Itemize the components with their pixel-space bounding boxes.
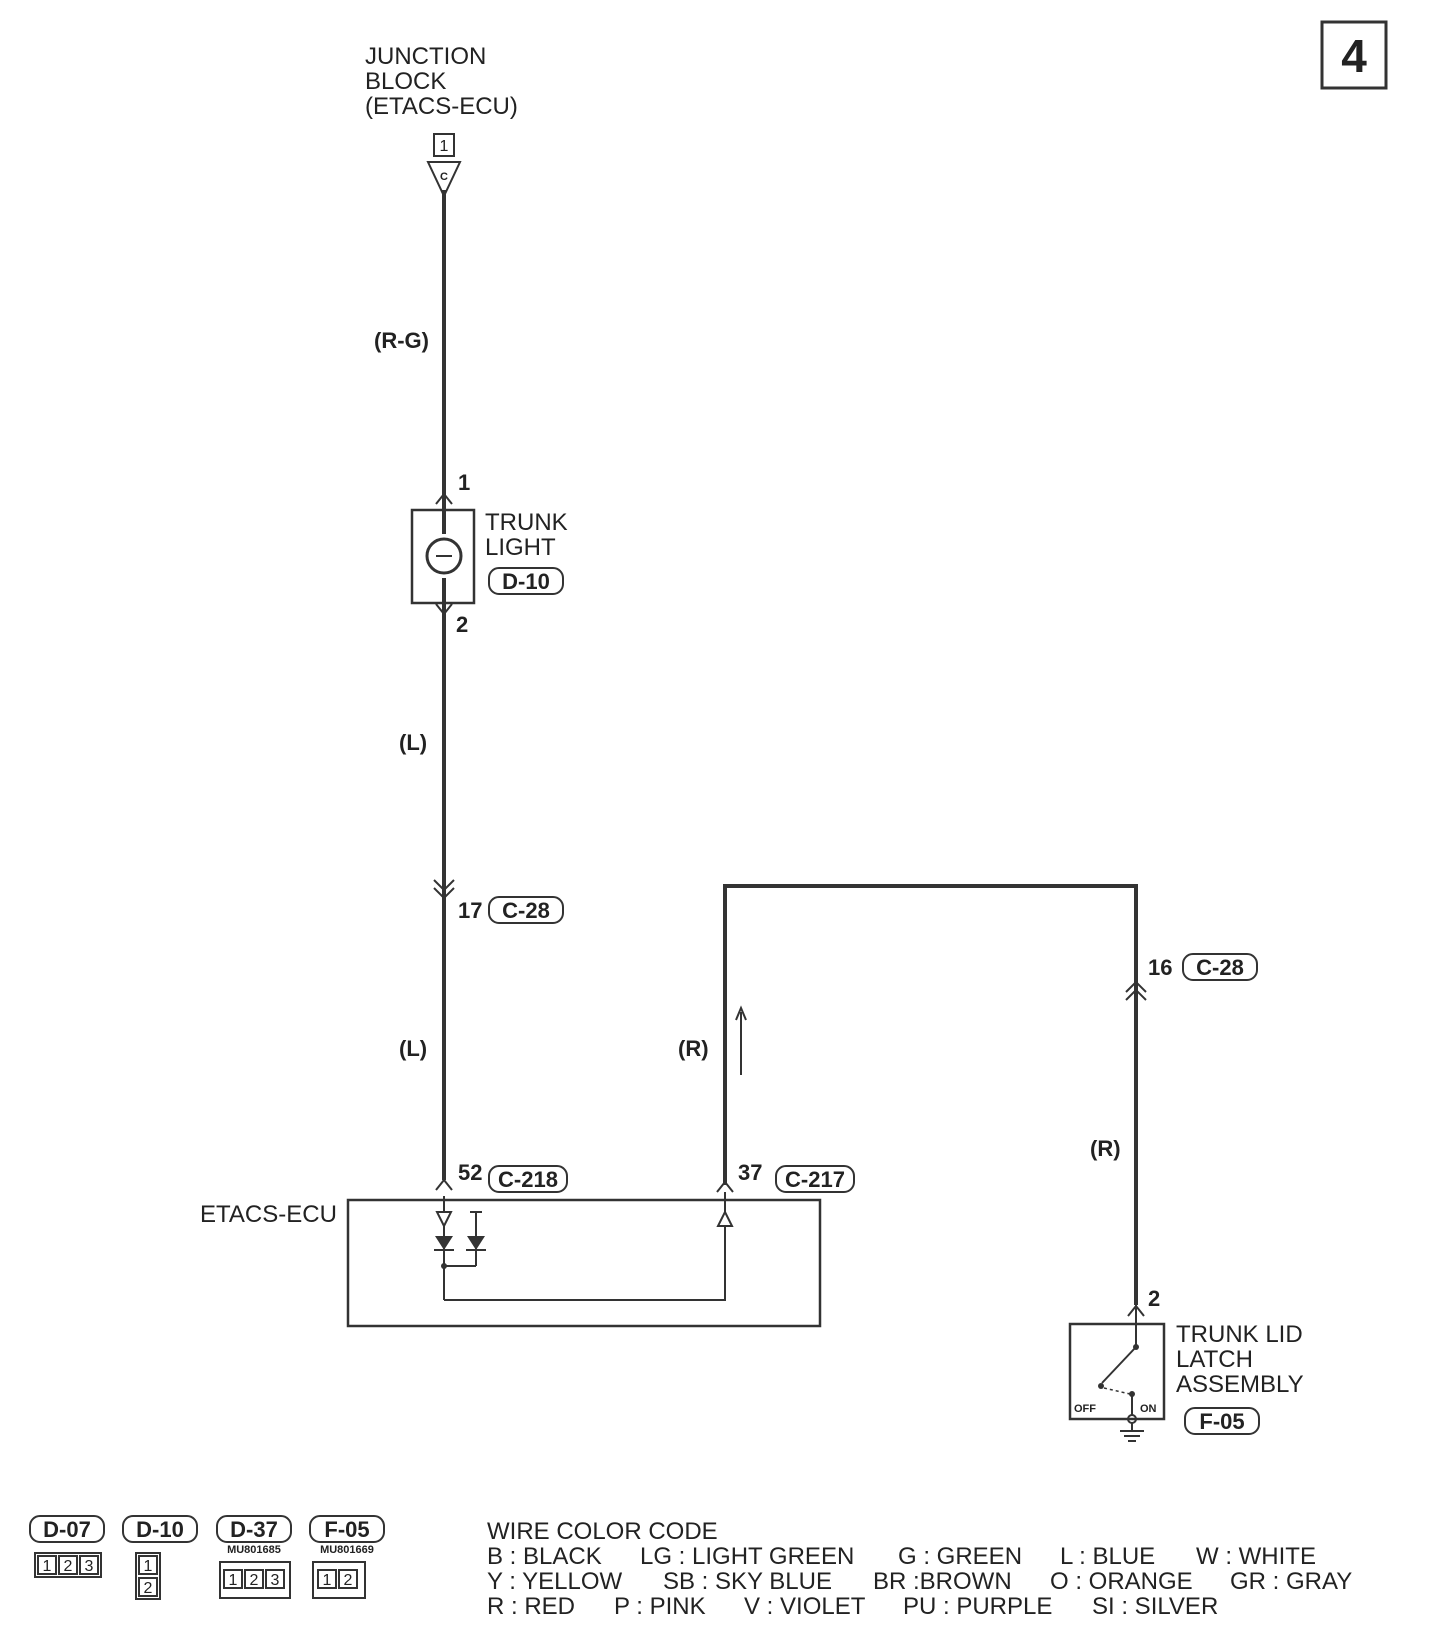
junction-connector-arrow — [426, 161, 462, 199]
legend-entry: Y : YELLOW — [487, 1568, 623, 1595]
legend-entry: BR :BROWN — [873, 1568, 1012, 1595]
c28-connector-arrow — [433, 879, 455, 900]
legend-entry: SB : SKY BLUE — [663, 1568, 832, 1595]
pin-label: 2 — [344, 1572, 353, 1589]
pin-label: 2 — [144, 1580, 153, 1597]
legend-title: WIRE COLOR CODE — [487, 1518, 718, 1545]
wire-l-upper-label: (L) — [399, 730, 427, 755]
pin-label: 1 — [323, 1572, 332, 1589]
pin-label: 1 — [144, 1558, 153, 1575]
legend-entry: SI : SILVER — [1092, 1593, 1218, 1620]
junction-block-pin: 1 — [440, 138, 449, 155]
diode-icon — [435, 1236, 453, 1250]
trunk-light-name-2: LIGHT — [485, 534, 556, 561]
wire-color-legend: WIRE COLOR CODE B : BLACK LG : LIGHT GRE… — [487, 1518, 1352, 1620]
trunk-lid-latch: 2 OFF ON TRUNK LID LATCH ASSEMBLY F-05 — [1068, 1286, 1304, 1442]
switch-icon — [1101, 1346, 1137, 1384]
legend-entry: B : BLACK — [487, 1543, 602, 1570]
trunk-light: 1 2 TRUNK LIGHT D-10 — [410, 470, 568, 637]
connector-views: D-07 1 2 3 D-10 1 2 D-37 MU801685 1 2 3 … — [29, 1515, 385, 1600]
part-number: MU801685 — [227, 1544, 281, 1556]
junction-block-title-2: BLOCK — [365, 68, 446, 95]
c218-connector-tag: C-218 — [498, 1167, 558, 1192]
latch-name-2: LATCH — [1176, 1346, 1253, 1373]
part-number: MU801669 — [320, 1544, 374, 1556]
trunk-light-pin-2: 2 — [456, 612, 468, 637]
connector-view-tag: F-05 — [324, 1517, 369, 1542]
legend-entry: W : WHITE — [1196, 1543, 1316, 1570]
junction-block-title-3: (ETACS-ECU) — [365, 93, 518, 120]
c28-connector-tag-b: C-28 — [1196, 955, 1244, 980]
latch-connector: F-05 — [1199, 1409, 1244, 1434]
c217-connector-tag: C-217 — [785, 1167, 845, 1192]
c28-connector-tag-a: C-28 — [502, 898, 550, 923]
junction-block: JUNCTION BLOCK (ETACS-ECU) 1 C — [365, 43, 518, 199]
c28-right-connector-arrow — [1125, 980, 1147, 1001]
legend-entry: L : BLUE — [1060, 1543, 1155, 1570]
trunk-light-connector: D-10 — [502, 569, 550, 594]
wire-r — [723, 884, 1138, 1305]
pin-label: 1 — [43, 1558, 52, 1575]
latch-name-3: ASSEMBLY — [1176, 1371, 1304, 1398]
legend-entry: G : GREEN — [898, 1543, 1022, 1570]
wire-rg-label: (R-G) — [374, 328, 429, 353]
junction-connector-letter: C — [440, 171, 448, 183]
page-number-badge: 4 — [1320, 20, 1388, 90]
latch-off-label: OFF — [1074, 1403, 1096, 1415]
pin-label: 2 — [64, 1558, 73, 1575]
latch-pin-2: 2 — [1148, 1286, 1160, 1311]
c217-pin-37: 37 — [738, 1160, 762, 1185]
latch-name-1: TRUNK LID — [1176, 1321, 1303, 1348]
trunk-light-pin-1: 1 — [458, 470, 470, 495]
latch-on-label: ON — [1140, 1403, 1157, 1415]
c218-pin-52: 52 — [458, 1160, 482, 1185]
bulb-icon — [425, 537, 463, 575]
etacs-ecu-box: ETACS-ECU — [200, 1192, 822, 1328]
pin-label: 3 — [85, 1558, 94, 1575]
c28-pin-17: 17 — [458, 898, 482, 923]
legend-entry: R : RED — [487, 1593, 575, 1620]
connector-view-tag: D-37 — [230, 1517, 278, 1542]
connector-view-tag: D-07 — [43, 1517, 91, 1542]
diode-icon-2 — [467, 1236, 485, 1250]
connector-view-tag: D-10 — [136, 1517, 184, 1542]
c28-pin-16: 16 — [1148, 955, 1172, 980]
legend-entry: V : VIOLET — [744, 1593, 866, 1620]
legend-entry: PU : PURPLE — [903, 1593, 1052, 1620]
legend-entry: LG : LIGHT GREEN — [640, 1543, 854, 1570]
legend-entry: P : PINK — [614, 1593, 706, 1620]
wire-r-right-label: (R) — [1090, 1136, 1121, 1161]
pin-label: 1 — [229, 1572, 238, 1589]
pin-label: 3 — [271, 1572, 280, 1589]
wire-l-lower-label: (L) — [399, 1036, 427, 1061]
legend-entry: O : ORANGE — [1050, 1568, 1193, 1595]
legend-entry: GR : GRAY — [1230, 1568, 1352, 1595]
trunk-light-name-1: TRUNK — [485, 509, 568, 536]
etacs-ecu-label: ETACS-ECU — [200, 1201, 337, 1228]
pin-label: 2 — [250, 1572, 259, 1589]
wire-r-mid-label: (R) — [678, 1036, 709, 1061]
page-number: 4 — [1341, 30, 1367, 82]
junction-block-title-1: JUNCTION — [365, 43, 486, 70]
